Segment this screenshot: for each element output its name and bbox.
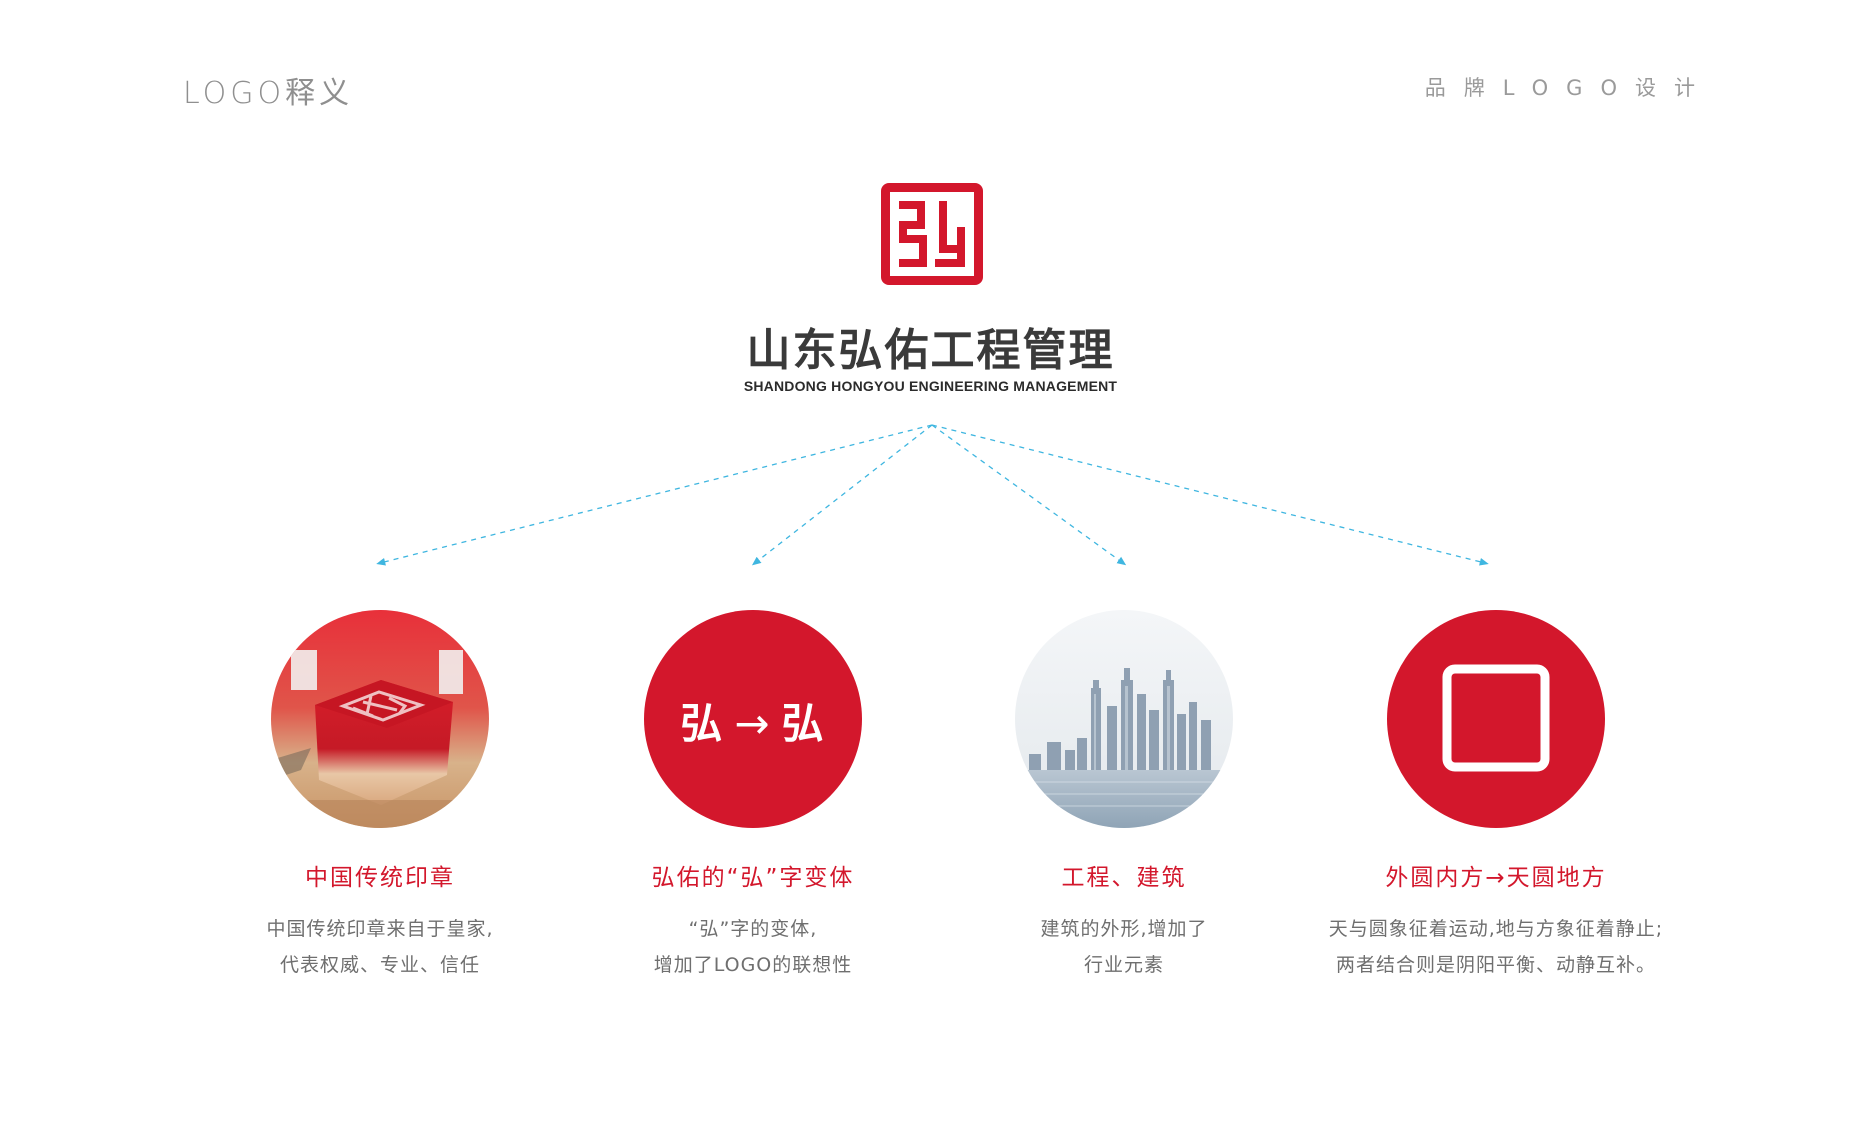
concept-title-seal: 中国传统印章: [305, 865, 455, 891]
city-skyline-photo: [1015, 610, 1233, 828]
concept-desc-building-line1: 建筑的外形,增加了: [1040, 918, 1208, 940]
page-subtitle: 品牌LOGO设计: [1424, 76, 1713, 100]
connector-line-4: [931, 424, 1489, 566]
concept-title-circle-square: 外圆内方→天圆地方: [1385, 865, 1607, 891]
concept-desc-seal-line1: 中国传统印章来自于皇家,: [266, 918, 494, 940]
company-name-cn: 山东弘佑工程管理: [746, 325, 1115, 376]
concept-desc-circle-square-line1: 天与圆象征着运动,地与方象征着静止;: [1328, 918, 1664, 940]
connector-line-2: [751, 424, 933, 566]
arrow-icon: →: [734, 699, 772, 748]
company-name-en: SHANDONG HONGYOU ENGINEERING MANAGEMENT: [743, 378, 1118, 394]
connector-line-1: [376, 424, 933, 566]
concept-title-character: 弘佑的“弘”字变体: [651, 865, 855, 891]
red-seal-stamp-photo: [271, 610, 489, 828]
concept-desc-building-line2: 行业元素: [1083, 954, 1164, 976]
concept-desc-circle-square-line2: 两者结合则是阴阳平衡、动静互补。: [1335, 954, 1656, 976]
square-in-circle-icon: [1387, 610, 1605, 828]
concept-desc-character-line1: “弘”字的变体,: [688, 918, 818, 940]
concept-desc-seal-line2: 代表权威、专业、信任: [279, 954, 480, 976]
glyph-variant: 弘: [781, 699, 826, 748]
page-title: LOGO释义: [183, 76, 354, 111]
concept-desc-character-line2: 增加了LOGO的联想性: [653, 954, 853, 976]
character-variant-icon: 弘→弘: [644, 610, 862, 828]
concept-title-building: 工程、建筑: [1061, 865, 1187, 891]
connector-line-3: [931, 424, 1127, 566]
hong-seal-logo-icon: [879, 181, 985, 287]
glyph-original: 弘: [680, 699, 725, 748]
